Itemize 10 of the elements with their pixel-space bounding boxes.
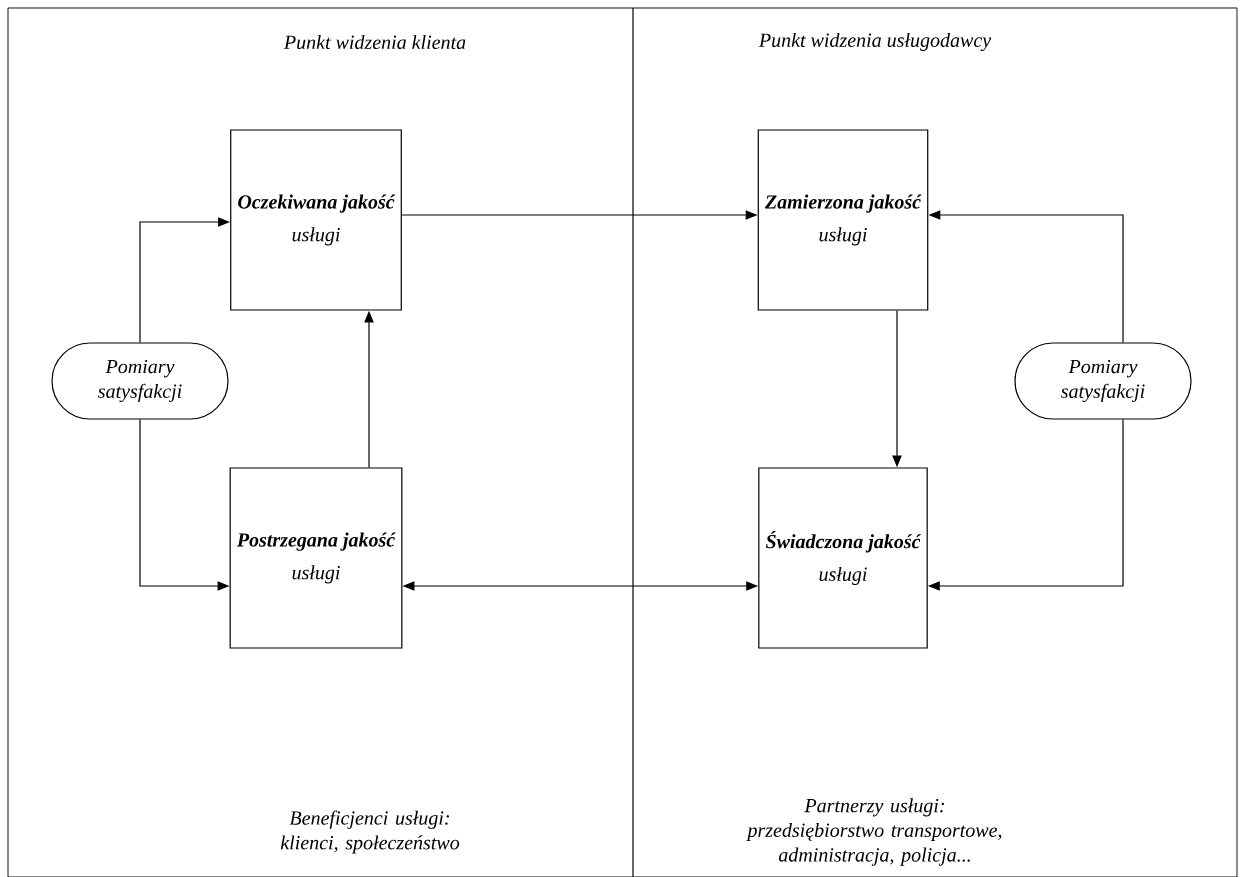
note: Beneficjenci usługi: klienci, społeczeństwo: [280, 810, 460, 854]
quality-box: Oczekiwana jakość usługi: [230, 129, 402, 311]
heading: Punkt widzenia klienta: [283, 34, 466, 50]
heading: Punkt widzenia usługodawcy: [758, 32, 992, 52]
quality-box: Świadczona jakość usługi: [758, 467, 928, 649]
measurement-pill: Pomiary satysfakcji: [51, 342, 229, 420]
quality-box: Postrzegana jakość usługi: [229, 467, 403, 649]
quality-box: Zamierzona jakość usługi: [757, 129, 929, 311]
measurement-pill: Pomiary satysfakcji: [1014, 342, 1192, 420]
note: Partnerzy usługi: przedsiębiorstwo transportowe, administracja, policja...: [746, 798, 1002, 866]
